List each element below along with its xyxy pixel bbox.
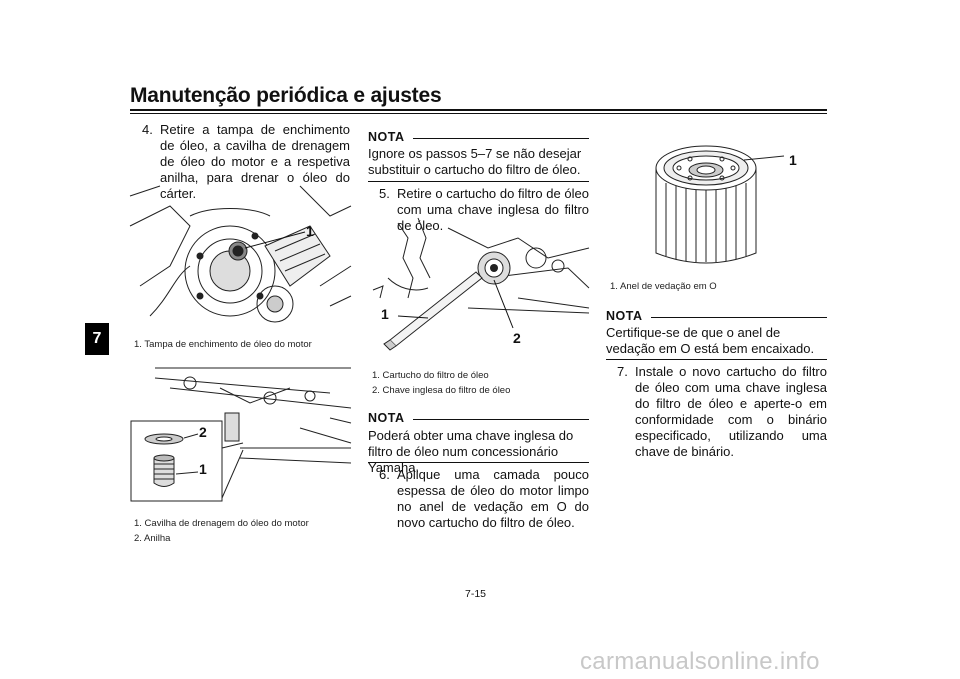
step-number: 7. (617, 364, 628, 379)
callout-1: 1 (381, 306, 389, 322)
step-4: 4. Retire a tampa de enchimento de óleo,… (142, 122, 350, 202)
page-title: Manutenção periódica e ajustes (130, 84, 442, 107)
figure-caption: 2. Chave inglesa do filtro de óleo (372, 385, 511, 396)
oil-filter-cartridge-illustration (655, 145, 785, 264)
figure-caption: 1. Cartucho do filtro de óleo (372, 370, 489, 381)
nota-end-rule (368, 462, 589, 463)
step-6: 6. Aplique uma camada pouco espessa de ó… (379, 467, 589, 531)
step-number: 4. (142, 122, 153, 137)
figure-caption: 2. Anilha (134, 533, 171, 544)
engine-drain-bolt-illustration (130, 367, 352, 502)
step-5: 5. Retire o cartucho do filtro de óleo c… (379, 186, 589, 234)
step-text: Instale o novo cartucho do filtro de óle… (635, 364, 827, 459)
figure-caption: 1. Tampa de enchimento de óleo do motor (134, 339, 312, 350)
step-number: 6. (379, 467, 390, 482)
nota-text: Certifique-se de que o anel de vedação e… (606, 325, 815, 356)
callout-2: 2 (513, 330, 521, 346)
step-text: Retire a tampa de enchimento de óleo, a … (160, 122, 350, 201)
watermark: carmanualsonline.info (580, 648, 820, 675)
step-number: 5. (379, 186, 390, 201)
figure-caption: 1. Cavilha de drenagem do óleo do motor (134, 518, 309, 529)
nota-text: Ignore os passos 5–7 se não desejar subs… (368, 146, 582, 177)
nota-label: NOTA (368, 130, 405, 144)
callout-1: 1 (199, 461, 207, 477)
nota-rule (651, 317, 827, 318)
step-7: 7. Instale o novo cartucho do filtro de … (617, 364, 827, 460)
nota-rule (413, 138, 589, 139)
step-text: Aplique uma camada pouco espessa de óleo… (397, 467, 589, 530)
nota-end-rule (606, 359, 827, 360)
callout-1: 1 (789, 152, 797, 168)
nota-label: NOTA (368, 411, 405, 425)
title-rule (130, 109, 827, 111)
oil-filter-wrench-illustration (372, 217, 590, 351)
nota-end-rule (368, 181, 589, 182)
callout-1: 1 (306, 223, 314, 239)
nota-text: Poderá obter uma chave inglesa do filtro… (368, 428, 574, 475)
title-rule-thin (130, 113, 827, 114)
chapter-tab: 7 (85, 323, 109, 355)
callout-2: 2 (199, 424, 207, 440)
nota-label: NOTA (606, 309, 643, 323)
engine-oil-filler-cap-illustration (129, 185, 352, 323)
nota-rule (413, 419, 589, 420)
page-number: 7-15 (465, 588, 487, 600)
step-text: Retire o cartucho do filtro de óleo com … (397, 186, 589, 233)
figure-caption: 1. Anel de vedação em O (610, 281, 717, 292)
